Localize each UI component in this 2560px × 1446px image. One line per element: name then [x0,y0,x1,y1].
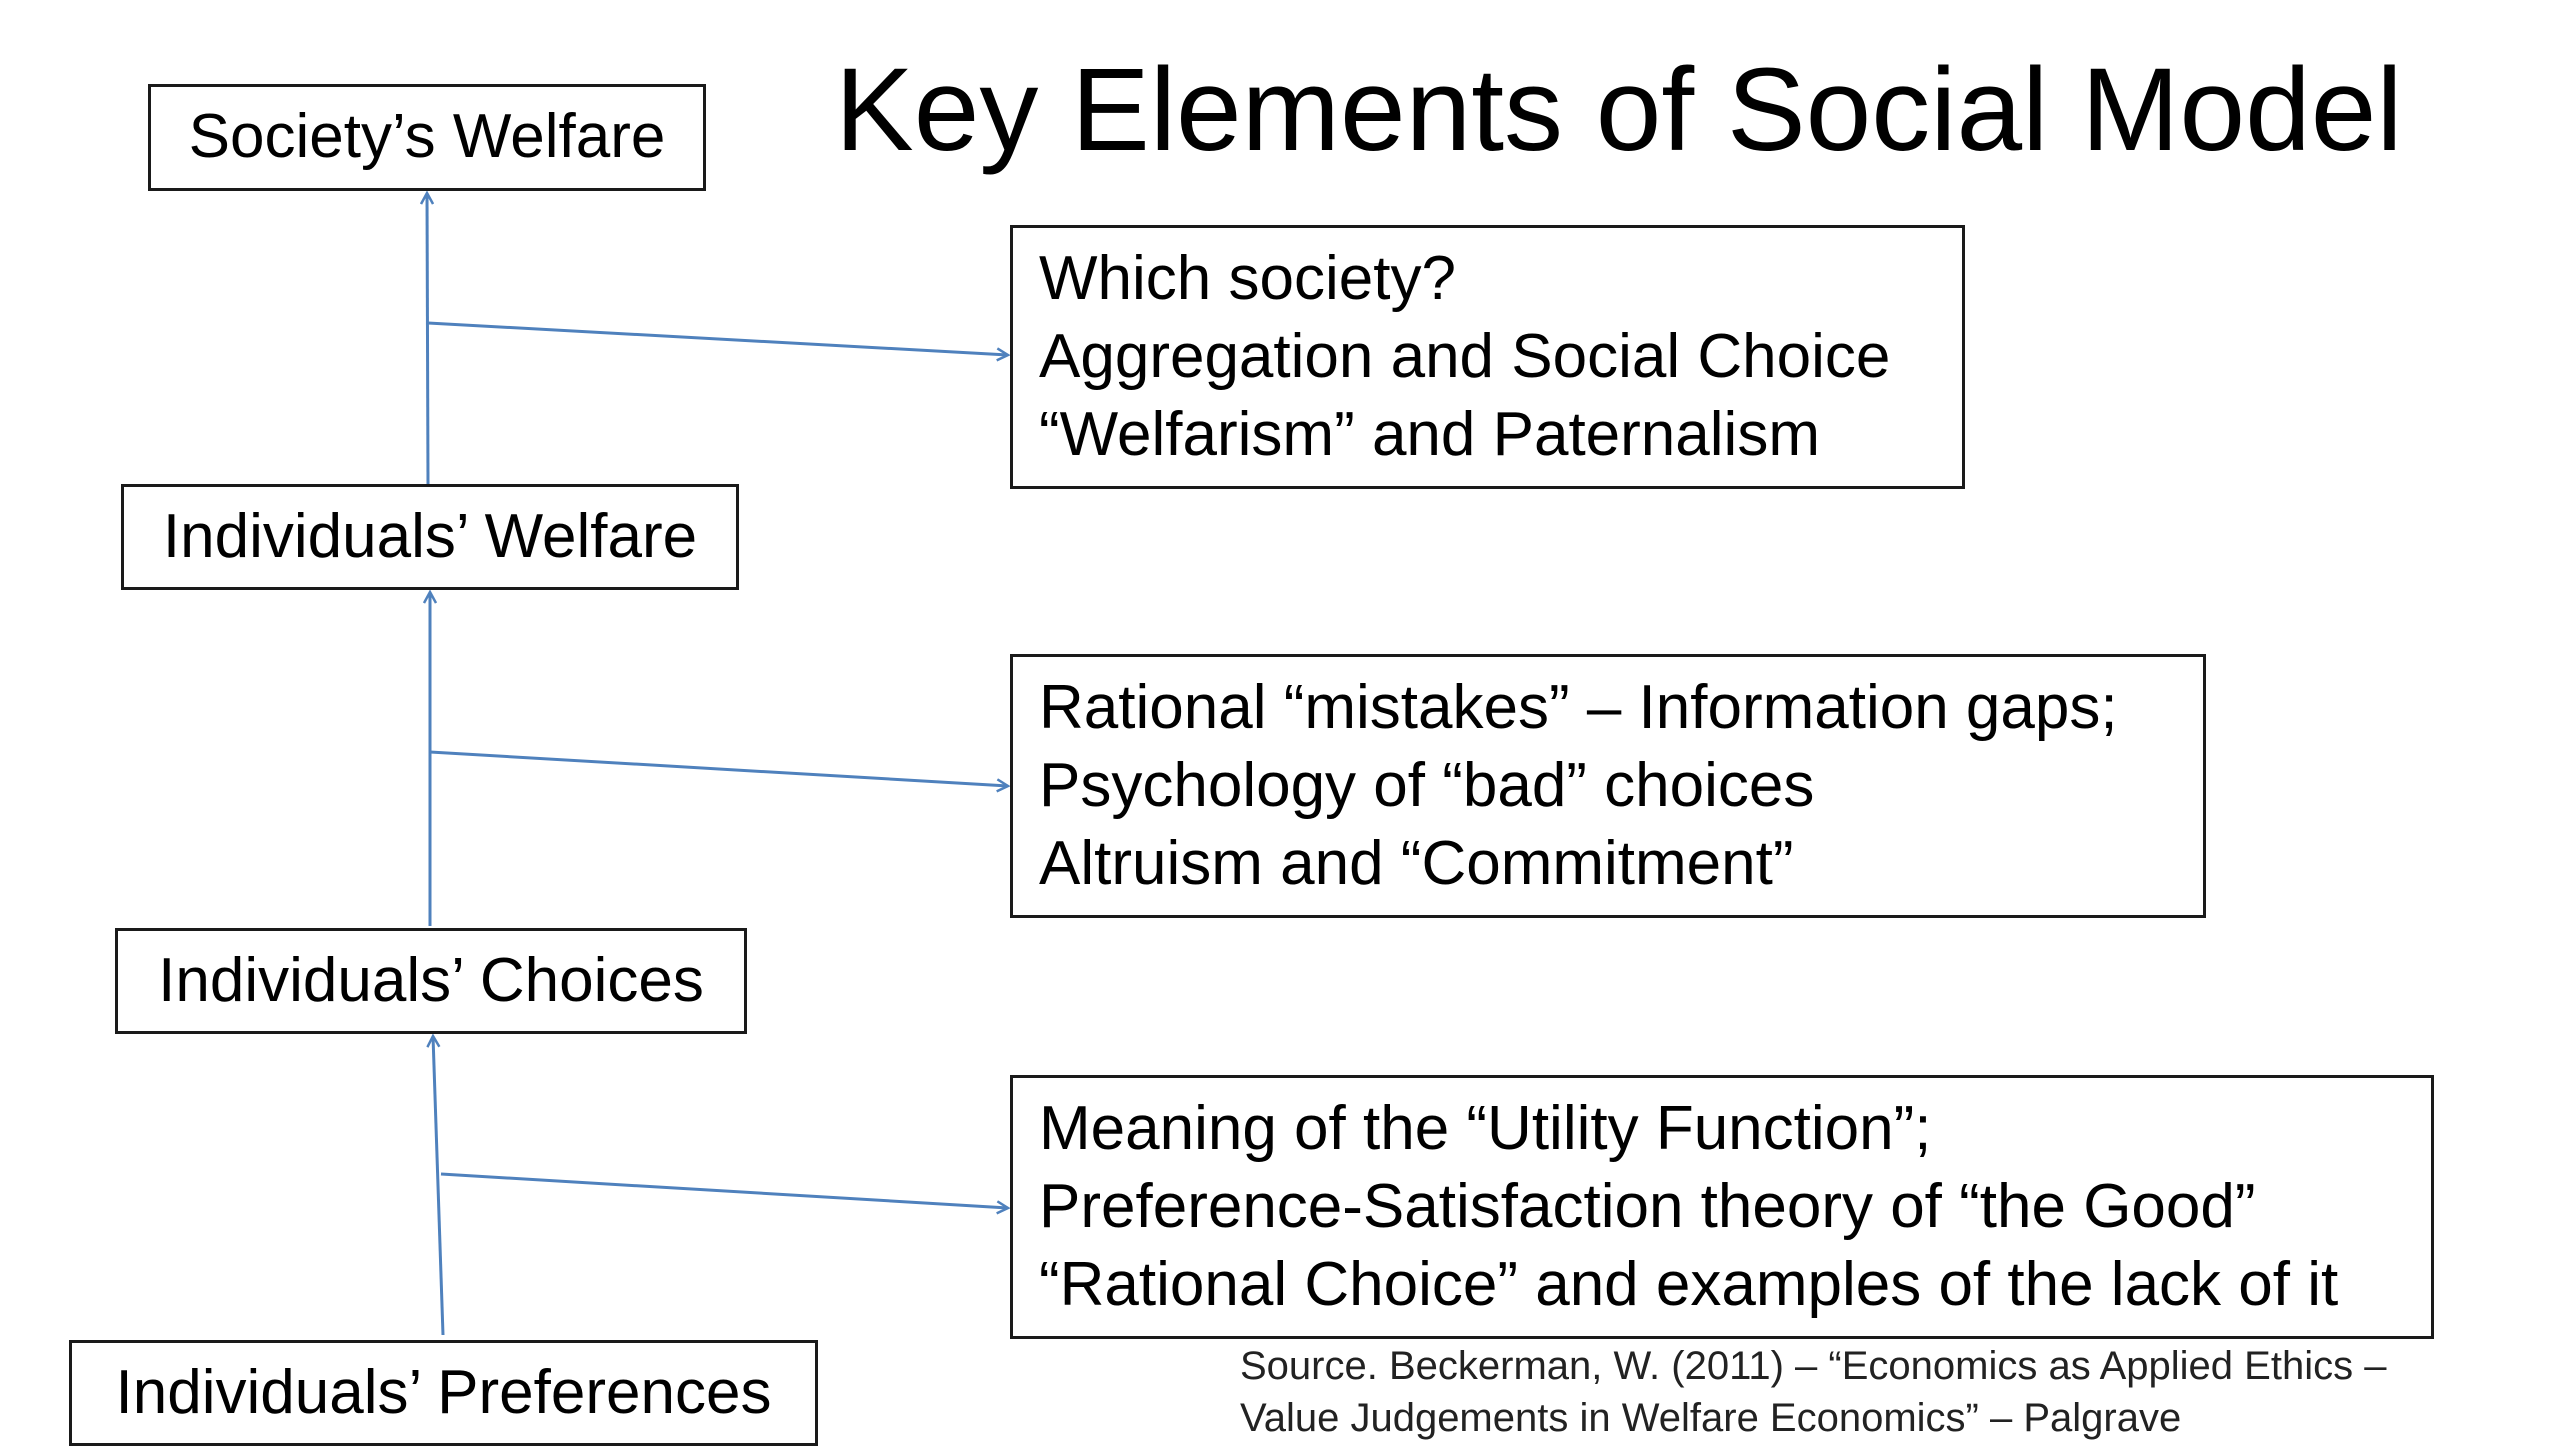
issue-line: “Welfarism” and Paternalism [1039,400,1820,469]
level-label: Individuals’ Preferences [115,1358,772,1427]
level-label: Individuals’ Welfare [162,502,698,571]
issue-line: Aggregation and Social Choice [1039,322,1891,391]
issue-line: Which society? [1039,244,1456,313]
issue-line: “Rational Choice” and examples of the la… [1039,1250,2339,1319]
issue-line: Rational “mistakes” – Information gaps; [1039,673,2118,742]
level-box-society-welfare: Society’s Welfare [148,84,706,191]
source-line: Value Judgements in Welfare Economics” –… [1240,1396,2182,1440]
issue-line: Meaning of the “Utility Function”; [1039,1094,1932,1163]
arrow-preferences-to-choices [433,1036,445,1336]
arrow-to-issue-society [427,321,1008,355]
level-box-individuals-preferences: Individuals’ Preferences [69,1340,818,1446]
issue-box-choices: Rational “mistakes” – Information gaps; … [1010,654,2206,918]
slide-title: Key Elements of Social Model [835,44,2403,176]
level-label: Society’s Welfare [188,102,666,171]
arrow-to-issue-preferences [440,1172,1008,1208]
source-citation: Source. Beckerman, W. (2011) – “Economic… [1240,1340,2540,1444]
arrow-welfare-to-society [427,193,428,485]
level-box-individuals-welfare: Individuals’ Welfare [121,484,739,590]
arrow-to-issue-choices [429,750,1008,786]
level-label: Individuals’ Choices [158,946,704,1015]
issue-box-society: Which society? Aggregation and Social Ch… [1010,225,1965,489]
issue-line: Preference-Satisfaction theory of “the G… [1039,1172,2256,1241]
issue-line: Altruism and “Commitment” [1039,829,1794,898]
issue-line: Psychology of “bad” choices [1039,751,1815,820]
level-box-individuals-choices: Individuals’ Choices [115,928,747,1034]
issue-box-preferences: Meaning of the “Utility Function”; Prefe… [1010,1075,2434,1339]
source-line: Source. Beckerman, W. (2011) – “Economic… [1240,1344,2387,1388]
